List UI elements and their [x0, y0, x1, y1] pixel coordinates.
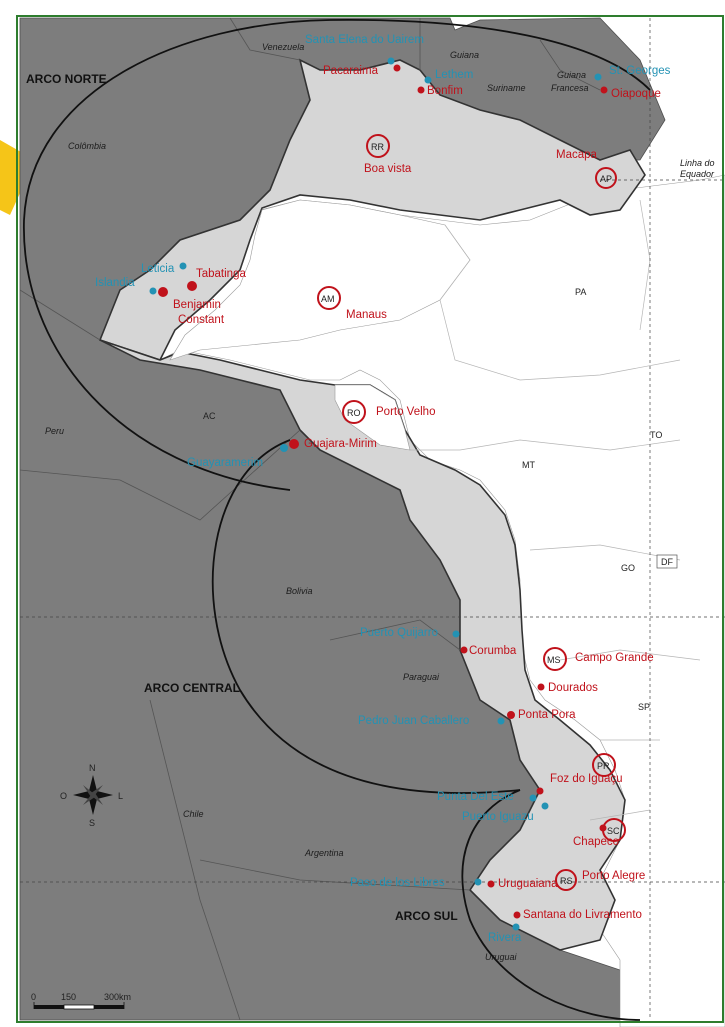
badge-pr: PR [597, 761, 610, 771]
arco-norte-label: ARCO NORTE [26, 72, 107, 86]
badge-rr: RR [371, 142, 384, 152]
city-manaus: Manaus [346, 309, 387, 321]
city-chapeco: Chapeco [573, 836, 619, 848]
city-santana: Santana do Livramento [523, 909, 642, 921]
badge-am: AM [321, 294, 335, 304]
city-punta-del-este: Punta Del Este [437, 791, 514, 803]
city-bonfim: Bonfim [427, 85, 463, 97]
city-pedro-juan: Pedro Juan Caballero [358, 715, 469, 727]
city-islandia: Islandia [95, 277, 135, 289]
scale-bar [33, 1002, 125, 1010]
country-paraguai: Paraguai [403, 672, 440, 682]
scale-end: 300km [104, 992, 131, 1002]
city-uruguaiana: Uruguaiana [498, 878, 558, 890]
arc-circles [23, 18, 651, 1021]
scale-mid: 150 [61, 992, 76, 1002]
state-borders [410, 199, 701, 821]
badge-ap: AP [600, 174, 612, 184]
city-pacaraima: Pacaraima [323, 65, 379, 77]
country-guiana-francesa-2: Francesa [551, 83, 589, 93]
compass-rose-icon [73, 775, 113, 815]
map-frame [16, 15, 724, 1023]
compass-s: S [89, 818, 95, 828]
state-to: TO [650, 430, 662, 440]
badge-rs: RS [560, 876, 573, 886]
country-peru: Peru [45, 426, 64, 436]
country-bolivia: Bolivia [286, 586, 313, 596]
city-corumba: Corumba [469, 645, 517, 657]
df-box [656, 554, 678, 569]
city-leticia: Leticia [141, 263, 175, 275]
city-macapa: Macapa [556, 149, 598, 161]
city-boa-vista: Boa vista [364, 163, 412, 175]
country-chile: Chile [183, 809, 204, 819]
city-benjamin-2: Constant [178, 314, 225, 326]
country-guiana: Guiana [450, 50, 479, 60]
foreign-city-dots [149, 57, 602, 931]
country-venezuela: Venezuela [262, 42, 304, 52]
equator-label-1: Linha do [680, 158, 715, 168]
arco-sul-label: ARCO SUL [395, 909, 458, 923]
brazil-city-dots [158, 64, 608, 919]
compass-l: L [118, 791, 123, 801]
badge-sc: SC [607, 826, 620, 836]
city-santa-elena: Santa Elena do Uairem [305, 34, 424, 46]
city-lethem: Lethem [435, 69, 473, 81]
state-go: GO [621, 563, 635, 573]
state-df: DF [661, 557, 673, 567]
city-rivera: Rivera [488, 932, 522, 944]
frontier-band-north [98, 58, 646, 361]
graticule-lines [20, 18, 725, 1020]
city-porto-velho: Porto Velho [376, 406, 435, 418]
city-foz-1: Foz do [550, 773, 585, 785]
equator-label-2: Equador [680, 169, 715, 179]
city-oiapoque: Oiapoque [611, 88, 661, 100]
state-pa: PA [575, 287, 586, 297]
city-benjamin-1: Benjamin [173, 299, 221, 311]
state-ac: AC [203, 411, 216, 421]
city-ponta-pora: Ponta Pora [518, 709, 576, 721]
compass-o: O [60, 791, 67, 801]
city-dourados: Dourados [548, 682, 598, 694]
city-st-georges: St. Georges [609, 65, 671, 77]
country-argentina: Argentina [304, 848, 344, 858]
amazonas-interior [169, 199, 471, 361]
country-borders [19, 17, 601, 1021]
country-suriname: Suriname [487, 83, 526, 93]
arco-central-label: ARCO CENTRAL [144, 681, 240, 695]
city-campo-grande: Campo Grande [575, 652, 654, 664]
badge-ro: RO [347, 408, 361, 418]
state-mt: MT [522, 460, 535, 470]
country-colombia: Colômbia [68, 141, 106, 151]
city-tabatinga: Tabatinga [196, 268, 246, 280]
city-guajara-mirim: Guajara-Mirim [304, 438, 377, 450]
compass-n: N [89, 763, 96, 773]
city-paso-de-los-libres: Paso de los Libres [350, 877, 445, 889]
country-uruguai: Uruguai [485, 952, 518, 962]
country-guiana-francesa-1: Guiana [557, 70, 586, 80]
city-puerto-quijarro: Puerto Quijarro [360, 627, 438, 639]
city-guayaramerim: Guayaramerim [187, 457, 263, 469]
state-sp: SP [638, 702, 650, 712]
state-badges [317, 134, 626, 891]
city-foz-2: Iguaçu [588, 773, 623, 785]
badge-ms: MS [547, 655, 561, 665]
city-puerto-iguazu: Puerto Iguazu [462, 811, 534, 823]
city-porto-alegre: Porto Alegre [582, 870, 645, 882]
scale-zero: 0 [31, 992, 36, 1002]
